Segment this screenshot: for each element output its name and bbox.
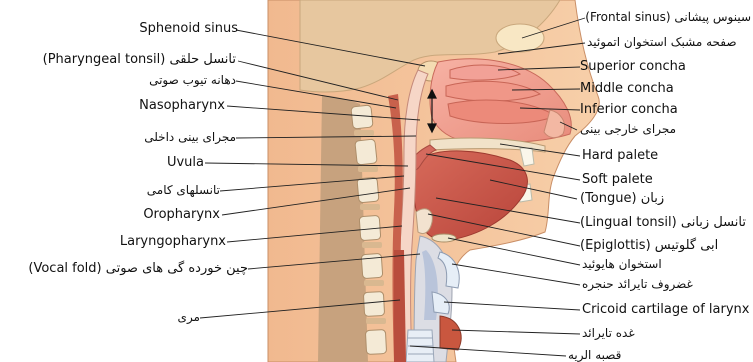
label-laryngopharynx: Laryngopharynx [100, 234, 226, 249]
label-hyoid-bone: استخوان هایوئید [582, 257, 702, 271]
label-superior-concha: Superior concha [580, 59, 720, 74]
label-uvula: Uvula [150, 155, 204, 170]
thyroid-gland-shape [440, 316, 461, 350]
label-tongue: زبان (Tongue) [580, 191, 690, 206]
label-vocal-fold: چین خورده گی های صوتی (Vocal fold) [2, 261, 248, 276]
label-thyroid-gland: غده تایرائد [582, 326, 672, 340]
label-inferior-concha: Inferior concha [580, 102, 710, 117]
label-middle-concha: Middle concha [580, 81, 710, 96]
label-lingual-tonsil: تانسل زبانی (Lingual tonsil) [580, 215, 750, 230]
esophagus-shape [394, 250, 406, 362]
label-thyroid-cartilage: غضروف تایرائد حنجره [582, 277, 712, 291]
label-cricoid-cartilage: Cricoid cartilage of larynx [582, 302, 752, 317]
hyoid-bone [432, 234, 456, 242]
label-pharyngeal-tonsil: تانسل حلقی (Pharyngeal tonsil) [20, 52, 236, 67]
label-epiglottis: ابی گلوتیس (Epiglottis) [580, 238, 730, 253]
label-soft-palate: Soft palete [582, 172, 692, 187]
label-palatine-tonsils: تانسلهای کامی [118, 183, 220, 197]
label-eustachian-opening: دهانه تیوب صوتی [120, 73, 236, 87]
label-sphenoid-sinus: Sphenoid sinus [98, 21, 238, 36]
label-trachea: قصبه الریه [568, 348, 658, 362]
label-external-nasal-passage: مجرای خارجی بینی [580, 122, 690, 136]
label-ethmoid-plate: صفحه مشبک استخوان اتموئید [587, 35, 747, 49]
label-esophagus: مری [160, 310, 200, 324]
label-nasopharynx: Nasopharynx [120, 98, 225, 113]
label-hard-palate: Hard palete [582, 148, 692, 163]
label-frontal-sinus: سینوس پیشانی (Frontal sinus) [587, 10, 751, 24]
label-internal-nasal-passage: مجرای بینی داخلی [120, 130, 236, 144]
label-oropharynx: Oropharynx [120, 207, 220, 222]
frontal-sinus [496, 24, 544, 52]
